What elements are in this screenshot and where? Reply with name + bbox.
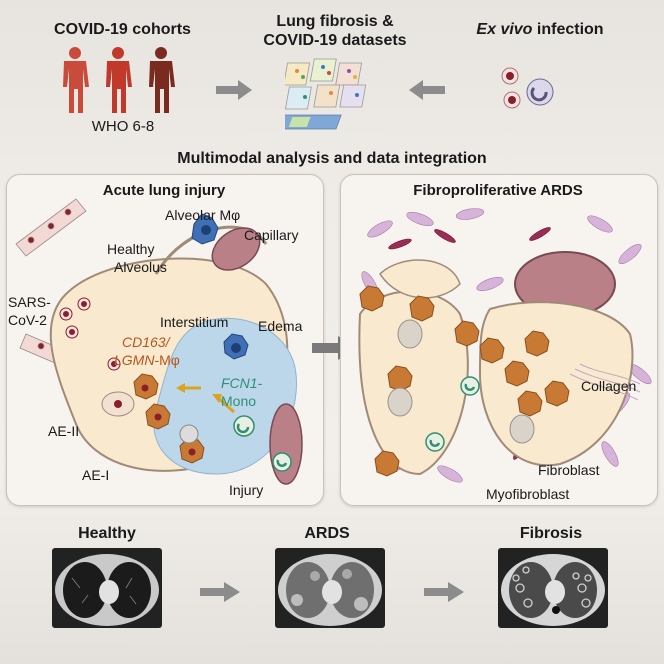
bottom-fibrosis-label: Fibrosis <box>519 525 583 542</box>
label-fcn1: FCN1- <box>221 375 263 391</box>
label-sars: SARS- <box>8 294 51 310</box>
cohorts-title: COVID-19 cohorts <box>54 21 191 38</box>
capillary <box>211 227 261 271</box>
label-ae1: AE-I <box>82 467 110 483</box>
label-lgmn: LGMN-Mφ <box>114 352 180 368</box>
label-injury: Injury <box>229 482 264 498</box>
infection-cells-icon <box>501 67 554 109</box>
alveolar-macrophage <box>191 213 219 245</box>
left-panel-title: Acute lung injury <box>102 182 226 199</box>
patient-figure-1 <box>63 47 89 113</box>
arrow-ards-to-fibrosis-icon <box>424 582 464 602</box>
label-capillary: Capillary <box>244 227 299 243</box>
label-healthy: Healthy <box>107 241 155 257</box>
right-panel-title: Fibroproliferative ARDS <box>413 182 583 199</box>
patient-figure-2 <box>106 47 132 113</box>
exvivo-title: Ex vivo infection <box>476 21 604 38</box>
label-interstitium: Interstitium <box>160 314 229 330</box>
ct-scan-ards <box>275 548 385 628</box>
label-alveolus: Alveolus <box>114 259 167 275</box>
arrow-healthy-to-ards-icon <box>200 582 240 602</box>
sars-cov2-particles <box>59 297 121 371</box>
bottom-ards-label: ARDS <box>304 525 350 542</box>
arrow-right-icon <box>216 80 252 100</box>
label-cd163: CD163/ <box>122 334 170 350</box>
label-collagen: Collagen <box>581 378 637 394</box>
label-myofibroblast: Myofibroblast <box>486 486 570 502</box>
acute-lung-illustration <box>15 198 303 485</box>
label-edema: Edema <box>258 318 303 334</box>
dataset-stack-icon <box>285 58 367 130</box>
ards-macrophages <box>359 285 570 477</box>
ct-scan-fibrosis <box>498 548 608 628</box>
patient-figure-3 <box>149 47 175 113</box>
integration-title: Multimodal analysis and data integration <box>177 150 487 167</box>
fcn1-monocytes <box>233 415 292 472</box>
ards-illustration <box>358 208 652 483</box>
cohorts-subtitle: WHO 6-8 <box>91 118 155 135</box>
label-fibroblast: Fibroblast <box>538 462 600 478</box>
bottom-healthy-label: Healthy <box>78 525 136 542</box>
patient-figures <box>63 47 175 113</box>
datasets-title: Lung fibrosis & COVID-19 datasets <box>263 13 407 49</box>
label-ae2: AE-II <box>48 423 80 439</box>
capillary-lower <box>269 403 303 485</box>
label-cov2: CoV-2 <box>8 312 47 328</box>
label-alveolar-mac: Alveolar Mφ <box>165 207 241 223</box>
label-mono: Mono <box>221 393 257 409</box>
ct-scan-healthy <box>52 548 162 628</box>
arrow-left-icon <box>409 80 445 100</box>
